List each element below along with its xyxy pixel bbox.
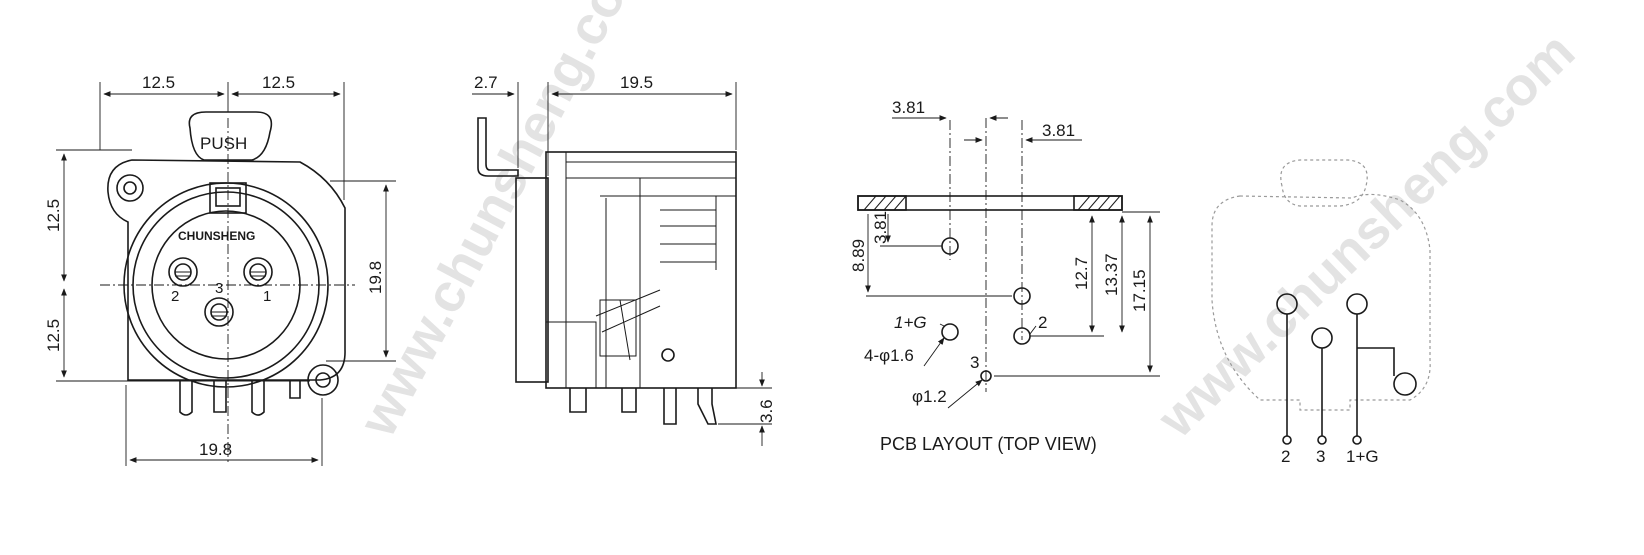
pcb-pin-label-1g: 1+G <box>894 313 927 332</box>
pcb-layout-view: 3.81 3.81 3.81 8.89 12.7 13.37 17.15 1+G… <box>849 98 1160 454</box>
pcb-panel-hatch-right <box>1073 195 1123 211</box>
pcb-hole-3 <box>980 370 992 382</box>
mounting-hole-bottom-right-inner <box>315 372 331 388</box>
rear-lead-2 <box>1282 435 1292 445</box>
pcb-pin-label-2: 2 <box>1038 313 1047 332</box>
latch-slot <box>209 182 247 214</box>
dim-pcb-pitch-left: 3.81 <box>892 98 925 117</box>
front-pin-1 <box>243 257 273 287</box>
pcb-layout-title: PCB LAYOUT (TOP VIEW) <box>880 434 1097 454</box>
push-button-label: PUSH <box>200 134 247 153</box>
dim-side-depth: 19.5 <box>620 73 653 92</box>
dim-side-pin-length: 3.6 <box>757 399 776 423</box>
watermark-1: www.chunsheng.com <box>347 0 660 447</box>
rear-ground-tab <box>1393 372 1417 396</box>
side-front-flange <box>515 177 549 383</box>
rear-view: 2 3 1+G <box>1211 159 1431 466</box>
dim-front-top-right: 12.5 <box>262 73 295 92</box>
rear-lead-1g <box>1352 435 1362 445</box>
mounting-hole-bottom-right <box>307 364 339 396</box>
front-flange-outline <box>107 159 346 381</box>
rear-pin-label-1g: 1+G <box>1346 447 1379 466</box>
brand-label: CHUNSHENG <box>178 229 255 243</box>
housing-middle-ring <box>132 191 320 379</box>
side-view: 2.7 19.5 3.6 <box>472 73 776 446</box>
rear-push-button-outline <box>1280 159 1368 207</box>
rear-pin-label-3: 3 <box>1316 447 1325 466</box>
side-panel-bracket <box>477 117 519 177</box>
pcb-hole-note-large: 4-φ1.6 <box>864 346 914 365</box>
pin-number-1: 1 <box>263 288 271 305</box>
rear-lead-3 <box>1317 435 1327 445</box>
dim-pcb-edge-small: 3.81 <box>871 211 890 244</box>
pcb-hole-note-small: φ1.2 <box>912 387 947 406</box>
rear-pin-label-2: 2 <box>1281 447 1290 466</box>
dim-side-offset: 2.7 <box>474 73 498 92</box>
dim-pcb-row-3: 17.15 <box>1130 269 1149 312</box>
rear-pin-3-pad <box>1311 327 1333 349</box>
mounting-hole-top-left-inner <box>123 181 137 195</box>
dim-front-side-upper: 12.5 <box>44 199 63 232</box>
dim-pcb-row-1: 12.7 <box>1072 257 1091 290</box>
side-body-outline <box>545 151 737 389</box>
pin-number-2: 2 <box>171 288 179 305</box>
housing-inner-face <box>151 210 301 360</box>
pcb-panel-hatch-left <box>857 195 907 211</box>
rear-pin-1g-pad <box>1346 293 1368 315</box>
pcb-pin-label-3: 3 <box>970 353 979 372</box>
pcb-panel-bar <box>857 195 1123 211</box>
dim-pcb-pitch-right: 3.81 <box>1042 121 1075 140</box>
dim-front-top-left: 12.5 <box>142 73 175 92</box>
pin-number-3: 3 <box>215 280 223 297</box>
dim-front-side-lower: 12.5 <box>44 319 63 352</box>
dim-front-bottom-width: 19.8 <box>199 440 232 459</box>
front-pin-2 <box>168 257 198 287</box>
front-pcb-legs <box>179 380 301 416</box>
mounting-hole-top-left <box>116 174 144 202</box>
front-pin-3 <box>204 297 234 327</box>
pcb-hole-1g <box>941 323 959 341</box>
latch-tab <box>215 187 241 207</box>
dim-pcb-row-2: 13.37 <box>1102 253 1121 296</box>
dim-front-height: 19.8 <box>366 261 385 294</box>
front-view: PUSH CHUNSHENG 1 2 3 12.5 <box>44 73 396 466</box>
push-button-outline <box>188 111 273 161</box>
side-body-details <box>545 152 736 389</box>
dim-pcb-edge-large: 8.89 <box>849 239 868 272</box>
side-pcb-legs <box>569 388 717 425</box>
